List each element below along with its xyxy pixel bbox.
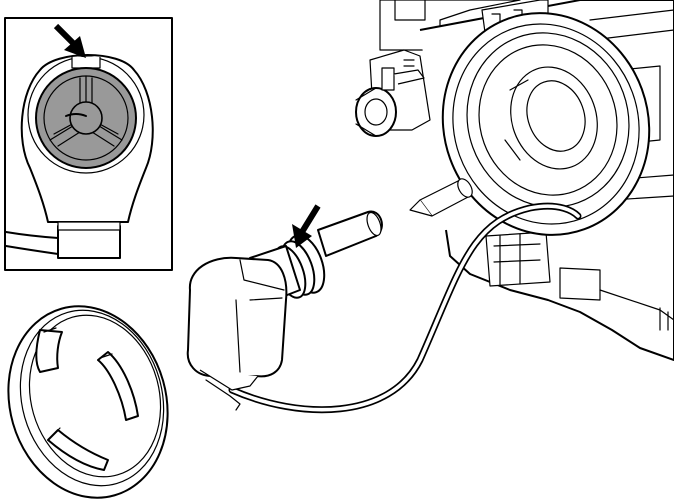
adjuster-screw-thread [403, 59, 415, 67]
inset-detail [4, 17, 173, 271]
housing-lower-screw [659, 307, 669, 331]
connector-cable-exit [205, 379, 241, 411]
bulb-glass-end [366, 211, 382, 237]
dust-cover [7, 305, 169, 499]
adjuster-knob-center [364, 98, 388, 126]
housing-lower-clip [485, 231, 551, 287]
bulb-hub [69, 101, 103, 135]
bulb-cable [228, 202, 582, 414]
socket-connector [57, 225, 121, 259]
cover-window-edges [43, 327, 113, 437]
hub-clip [65, 113, 87, 117]
connector-top-edge [239, 259, 285, 291]
cover-rim-edge [19, 309, 165, 487]
housing-pin-tip [409, 199, 433, 217]
connector-side-edge [235, 299, 241, 373]
housing-lower-clip-ribs [499, 233, 521, 287]
housing-opening-inner [478, 44, 618, 196]
adjuster-knob-edges [355, 87, 377, 137]
housing-pin-collar [457, 178, 473, 198]
housing-lower-block [559, 267, 601, 301]
spoke-top-edges [79, 77, 93, 105]
bulb-with-connector [186, 204, 383, 411]
adjuster-post [381, 67, 395, 91]
bulb-glass [317, 210, 383, 257]
connector-latch [249, 297, 283, 301]
cover-window-lower [47, 429, 109, 471]
housing-bore [510, 66, 598, 170]
cover-window-right [97, 351, 139, 421]
headlamp-housing [355, 0, 674, 361]
housing-bore-tabs [504, 79, 529, 161]
housing-lower-clip-lines [493, 243, 541, 263]
housing-opening-rim [452, 23, 640, 225]
inset-wire-lower [5, 245, 59, 255]
cover-window-upper [35, 329, 63, 373]
housing-top-block [379, 0, 521, 51]
arrow-down-right-icon [53, 23, 86, 58]
inset-wire-upper [5, 231, 59, 239]
housing-bore-inner [526, 80, 586, 152]
socket-connector-lip [57, 221, 121, 231]
bayonet-notch [71, 57, 101, 69]
arrow-down-left-icon [292, 204, 321, 248]
housing-top-tab [394, 0, 426, 21]
connector-bottom [199, 369, 259, 391]
adjuster-screw [393, 69, 425, 85]
